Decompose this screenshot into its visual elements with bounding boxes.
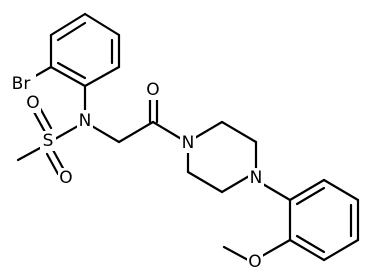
bond [186,170,224,194]
bond [49,65,87,88]
atom-o-sulfonyl-top: O [26,93,39,113]
bond-carbonyl-n [151,120,185,142]
bond [83,12,121,37]
atom-n-sulfonamide: N [79,111,92,131]
atom-o-sulfonyl-bottom: O [59,168,72,188]
bond [322,238,360,262]
bond [49,12,87,37]
label-bg [6,74,36,94]
label-bg [145,80,161,100]
bond-s-methyl [16,146,42,162]
bond [288,178,326,202]
bond-s-o [45,152,60,176]
atom-br: Br [12,74,31,94]
double-bond-inner [295,234,326,254]
bond [220,120,258,144]
double-bond-inner [295,186,326,206]
bromophenyl-ring [49,12,121,88]
bond-o-methyl [222,245,250,262]
label-bg [180,133,196,153]
label-bg [77,110,93,130]
bond [322,178,360,202]
label-bg [25,93,41,113]
atom-n-piperazine-4: N [250,168,263,188]
bond-s-o [38,106,53,130]
piperazine-ring [186,120,258,194]
atom-n-piperazine-1: N [182,133,195,153]
bond-s-o [32,110,47,134]
label-bg [58,168,74,188]
atom-o-carbonyl: O [146,80,159,100]
label-bg [248,168,264,188]
bond [83,65,121,88]
atom-o-methoxy: O [248,252,261,272]
atom-s: S [43,131,54,151]
double-bond-inner [56,21,87,42]
label-bg [40,131,56,151]
methoxyphenyl-ring [288,178,360,262]
bond-aryl-o [260,238,292,258]
bond-ch2-carbonyl [117,120,155,144]
double-bond-inner [56,61,87,80]
bond-s-o [51,148,66,172]
label-bg [247,252,263,272]
bond [288,238,326,262]
